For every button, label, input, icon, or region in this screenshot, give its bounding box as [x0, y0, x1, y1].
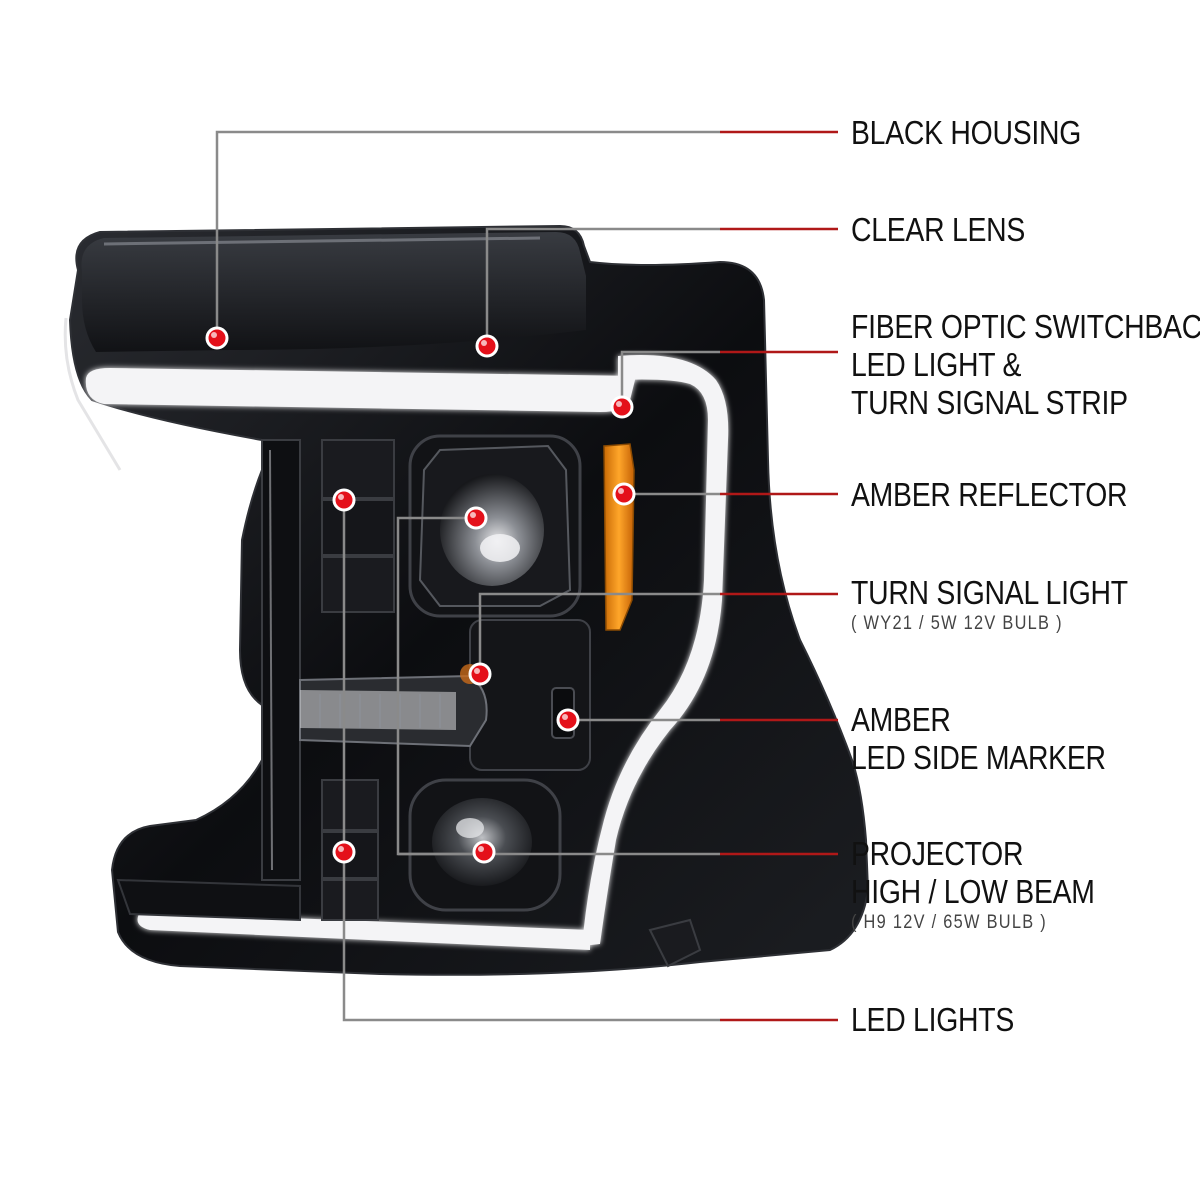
top-lens-highlight — [103, 236, 541, 246]
inner-left-edge — [269, 449, 273, 871]
label-amber-reflector: AMBER REFLECTOR — [851, 476, 1128, 514]
callout-dot-black-housing — [205, 326, 229, 350]
label-clear-lens: CLEAR LENS — [851, 211, 1025, 249]
drl-lower-bar — [137, 912, 591, 950]
label-line: TURN SIGNAL STRIP — [851, 384, 1128, 421]
label-line: AMBER — [851, 701, 951, 738]
label-line: LED LIGHT & — [851, 346, 1022, 383]
drl-upper-bar — [85, 368, 637, 412]
label-line: PROJECTOR — [851, 835, 1024, 872]
led-column — [321, 439, 395, 921]
amber-reflector-shape — [603, 443, 635, 631]
leader-led-lights — [342, 500, 720, 1022]
callout-dot-clear-lens — [475, 334, 499, 358]
label-black-housing: BLACK HOUSING — [851, 114, 1081, 152]
lower-projector-glint — [456, 818, 484, 838]
label-turn-signal: TURN SIGNAL LIGHT ( WY21 / 5W 12V BULB ) — [851, 574, 1128, 636]
label-line: HIGH / LOW BEAM — [851, 873, 1095, 910]
leader-lines — [215, 130, 838, 1022]
label-line: CLEAR LENS — [851, 211, 1026, 248]
callout-dot-turn-signal — [468, 662, 492, 686]
led-block-6 — [321, 879, 379, 921]
turn-signal-lens — [300, 690, 456, 730]
upper-projector-lens — [440, 474, 544, 586]
label-side-marker: AMBER LED SIDE MARKER — [851, 701, 1106, 777]
callout-dot-projector-high — [464, 506, 488, 530]
turn-signal-ribs — [319, 694, 441, 728]
callout-dots — [205, 326, 636, 864]
label-line: AMBER REFLECTOR — [851, 476, 1128, 513]
label-projector: PROJECTOR HIGH / LOW BEAM ( H9 12V / 65W… — [851, 835, 1095, 935]
inner-left-frame — [261, 439, 301, 881]
label-spec: ( H9 12V / 65W BULB ) — [851, 912, 1047, 933]
label-line: LED SIDE MARKER — [851, 739, 1106, 776]
label-fiber-optic: FIBER OPTIC SWITCHBACK LED LIGHT & TURN … — [851, 308, 1200, 422]
leader-projector — [396, 516, 720, 856]
left-lens-edge — [63, 317, 122, 471]
label-spec: ( WY21 / 5W 12V BULB ) — [851, 613, 1063, 634]
callout-dot-projector-low — [472, 840, 496, 864]
callout-dot-side-marker — [556, 708, 580, 732]
upper-projector — [408, 434, 582, 618]
callout-dot-led-upper — [332, 488, 356, 512]
led-block-1 — [321, 439, 395, 499]
leader-clear-lens — [485, 227, 720, 346]
top-lens-band — [81, 232, 586, 352]
led-block-2 — [321, 499, 395, 556]
led-block-4 — [321, 779, 379, 831]
leader-fiber-optic — [620, 350, 720, 407]
label-led-lights: LED LIGHTS — [851, 1001, 1014, 1039]
callout-dot-fiber-optic — [610, 395, 634, 419]
leader-black-housing — [215, 130, 720, 338]
led-block-3 — [321, 556, 395, 613]
upper-projector-glint — [480, 534, 520, 562]
led-block-5 — [321, 831, 379, 879]
label-line: TURN SIGNAL LIGHT — [851, 574, 1128, 611]
callout-dot-led-lower — [332, 840, 356, 864]
leader-turn-signal — [478, 592, 720, 674]
mounting-tab — [648, 918, 702, 968]
housing-base — [116, 878, 301, 922]
label-line: BLACK HOUSING — [851, 114, 1082, 151]
callout-dot-amber-reflector — [612, 482, 636, 506]
headlight-illustration — [63, 224, 870, 976]
label-line: FIBER OPTIC SWITCHBACK — [851, 308, 1200, 345]
turn-signal-cluster — [299, 619, 591, 771]
label-line: LED LIGHTS — [851, 1001, 1015, 1038]
drl-j-bar — [582, 355, 729, 946]
